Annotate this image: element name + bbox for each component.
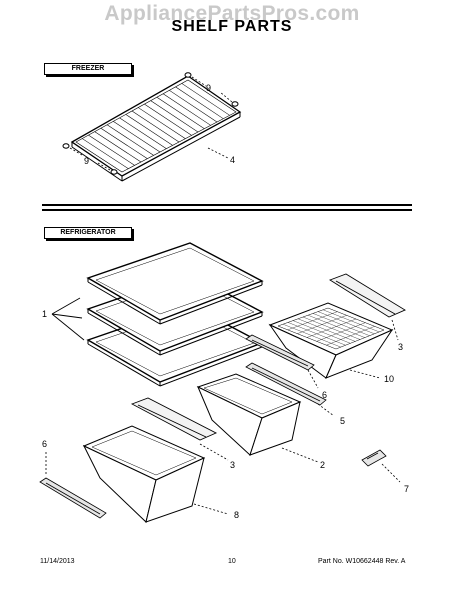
leader-lines-freezer [69,76,233,171]
left-crisper-rail [39,477,107,519]
footer-part-number: Part No. W10662448 Rev. A [318,558,406,565]
leader-lines-glass [51,297,85,341]
callout-6-left: 6 [42,439,47,449]
callout-7: 7 [404,484,409,494]
leader-lines-right-crisper [349,319,399,379]
leader-lines-left [45,452,229,515]
center-crisper-drawer [196,373,302,456]
callout-1: 1 [42,309,47,319]
freezer-wire-shelf [70,75,242,182]
footer-date: 11/14/2013 [40,558,75,565]
callout-3-center: 3 [230,460,235,470]
section-divider-bottom [42,209,412,211]
footer-page-number: 10 [228,558,236,565]
watermark: AppliancePartsPros.com [104,2,360,25]
freezer-section-label: FREEZER [44,63,132,75]
callout-6-right: 6 [322,390,327,400]
callout-4: 4 [230,155,235,165]
leader-lines-rails [307,369,335,417]
callout-9-top: 9 [206,83,211,93]
callout-2: 2 [320,460,325,470]
glass-shelves [86,242,264,387]
center-crisper-cover [130,397,218,441]
callout-3-right: 3 [398,342,403,352]
leader-lines-center [199,443,319,463]
screw-icon [62,72,239,175]
page-title: SHELF PARTS [171,18,293,35]
callout-10: 10 [384,374,394,384]
right-crisper-cover [328,273,406,318]
section-divider-top [42,204,412,206]
callout-8: 8 [234,510,239,520]
crisper-rail-lower [245,362,327,406]
right-crisper-drawer [268,302,394,379]
left-crisper-drawer [82,425,206,523]
callout-9-bottom: 9 [84,156,89,166]
crisper-rail-upper [245,334,315,371]
refrigerator-section-label: REFRIGERATOR [44,227,132,239]
clip-part [361,449,387,467]
callout-5: 5 [340,416,345,426]
